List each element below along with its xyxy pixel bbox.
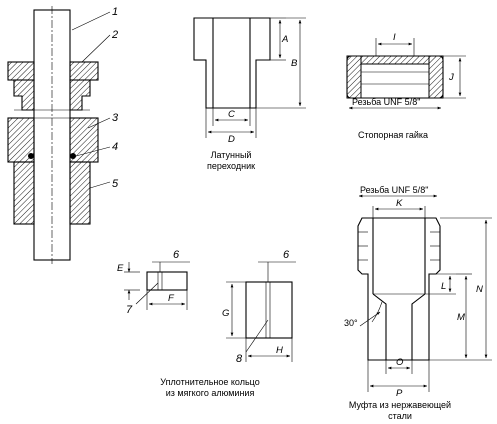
callout-4: 4 (112, 141, 118, 153)
ring-caption-1: Уплотнительное кольцо (160, 377, 259, 387)
dim-n: N (476, 284, 483, 295)
dim-l: L (441, 281, 446, 292)
brass-adapter-caption-1: Латунный (211, 150, 252, 160)
callout-8: 8 (236, 353, 243, 365)
dim-a: A (281, 34, 288, 45)
dim-f: F (168, 293, 175, 304)
callout-1: 1 (112, 6, 118, 18)
dim-e: E (117, 263, 124, 274)
dim-c: C (228, 109, 235, 120)
dim-d: D (228, 134, 235, 145)
callout-2: 2 (111, 29, 118, 41)
angle-30: 30° (344, 318, 358, 328)
ring-caption-2: из мягкого алюминия (166, 388, 255, 398)
dim-p: P (396, 388, 403, 399)
lock-nut-drawing: I J Резьба UNF 5/8" Стопорная гайка (346, 32, 466, 140)
dim-o: O (396, 357, 404, 368)
callout-3: 3 (112, 112, 119, 124)
coupling-caption-2: стали (388, 411, 412, 421)
assembly-section: 1 2 3 4 5 (7, 6, 119, 264)
coupling-thread: Резьба UNF 5/8" (360, 185, 428, 195)
dim-i: I (393, 32, 396, 43)
callout-6-large: 6 (283, 249, 290, 261)
dim-j: J (448, 72, 454, 83)
callout-7: 7 (126, 304, 133, 316)
coupling-caption-1: Муфта из нержавеющей (349, 400, 451, 410)
brass-adapter-drawing: A B C D Латунный переходник (193, 17, 306, 171)
callout-5: 5 (112, 178, 119, 190)
dim-m: M (457, 312, 465, 323)
stainless-coupling-drawing: Резьба UNF 5/8" K L M N (344, 185, 492, 421)
dim-h: H (276, 345, 283, 356)
callout-6-small: 6 (173, 249, 180, 261)
lock-nut-thread: Резьба UNF 5/8" (352, 97, 420, 107)
dim-b: B (291, 58, 298, 69)
dim-k: K (396, 198, 403, 209)
lock-nut-caption: Стопорная гайка (358, 130, 428, 140)
brass-adapter-caption-2: переходник (207, 161, 255, 171)
sealing-ring-drawing: 6 E F 7 6 G H 8 Уплотнительное (117, 249, 296, 398)
dim-g: G (222, 308, 229, 319)
